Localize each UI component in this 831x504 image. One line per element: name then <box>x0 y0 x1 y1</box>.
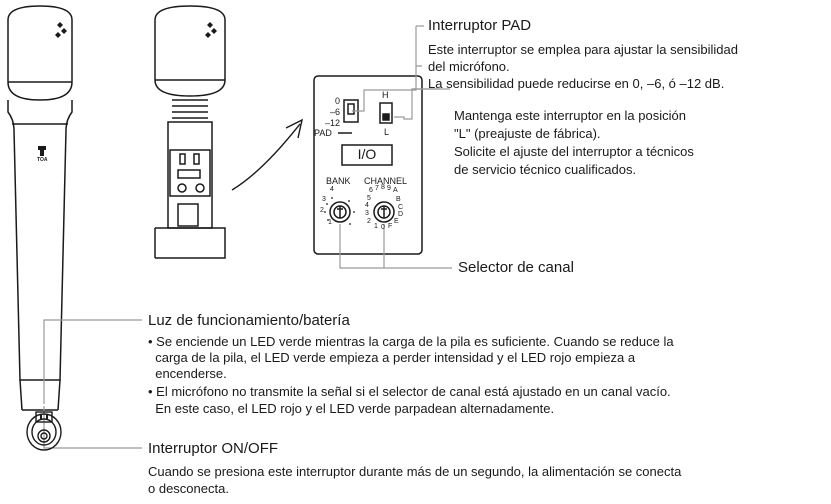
channel-digit: 6 <box>369 187 373 194</box>
control-panel <box>313 75 423 255</box>
channel-digit: C <box>398 204 404 211</box>
hl-desc-line: "L" (preajuste de fábrica). <box>454 126 601 141</box>
pad-value-minus12: –12 <box>324 118 340 128</box>
mic-grille <box>7 5 73 101</box>
channel-digit: 9 <box>387 185 391 192</box>
onoff-desc-line: Cuando se presiona este interruptor dura… <box>148 464 682 479</box>
pad-desc-line: La sensibilidad puede reducirse en 0, –6… <box>428 76 725 91</box>
zoom-arrow <box>231 118 304 191</box>
led-title: Luz de funcionamiento/batería <box>148 312 350 329</box>
pad-value-minus6: –6 <box>329 107 340 117</box>
mic-body <box>7 100 73 381</box>
channel-digit: 7 <box>375 185 379 192</box>
bank-digit: 4 <box>330 186 334 193</box>
grille-mark <box>55 22 67 38</box>
pad-desc-line: Este interruptor se emplea para ajustar … <box>428 42 739 57</box>
channel-digit: E <box>394 218 399 225</box>
pad-label: PAD <box>314 128 332 138</box>
onoff-desc-line: o desconecta. <box>148 481 229 496</box>
bank-label: BANK <box>326 176 351 186</box>
channel-digit: D <box>398 211 404 218</box>
l-label: L <box>384 127 390 137</box>
toa-logo-icon <box>38 146 46 156</box>
mic-logo: TOA <box>37 157 48 163</box>
channel-digit: B <box>396 196 401 203</box>
channel-digit: 3 <box>365 210 369 217</box>
channel-digit: F <box>388 223 393 230</box>
bank-digit: 2 <box>320 207 324 214</box>
io-label: I/O <box>357 146 377 162</box>
microphone-full <box>7 5 73 411</box>
onoff-button-illustration <box>26 411 62 451</box>
hl-desc-line: Solicite el ajuste del interruptor a téc… <box>454 144 694 159</box>
channel-digit: A <box>393 187 398 194</box>
channel-selector-label: Selector de canal <box>458 259 574 276</box>
led-desc-line: encenderse. <box>148 366 227 381</box>
led-indicator <box>40 414 48 420</box>
pad-desc-line: del micrófono. <box>428 59 510 74</box>
h-label: H <box>382 90 389 100</box>
dial-ticks <box>324 197 355 225</box>
hl-desc-line: de servicio técnico cualificados. <box>454 162 637 177</box>
led-desc-line: • Se enciende un LED verde mientras la c… <box>148 334 674 349</box>
led-desc-line: En este caso, el LED rojo y el LED verde… <box>148 401 555 416</box>
channel-digit: 4 <box>365 202 369 209</box>
hl-desc-line: Mantenga este interruptor en la posición <box>454 108 686 123</box>
bank-digit: 3 <box>322 196 326 203</box>
channel-label: CHANNEL <box>364 176 408 186</box>
led-desc-line: carga de la pila, el LED verde empieza a… <box>148 350 636 365</box>
channel-digit: 8 <box>381 184 385 191</box>
leader-lines <box>43 25 452 449</box>
channel-digit: 5 <box>367 195 371 202</box>
channel-digit: 0 <box>381 224 385 231</box>
bank-digit: 1 <box>328 219 332 226</box>
onoff-title: Interruptor ON/OFF <box>148 440 279 457</box>
channel-digit: 2 <box>367 218 371 225</box>
pad-value-0: 0 <box>334 96 340 106</box>
microphone-open <box>154 5 226 259</box>
pad-title: Interruptor PAD <box>428 17 532 34</box>
led-desc-line: • El micrófono no transmite la señal si … <box>148 384 671 399</box>
channel-digit: 1 <box>374 223 378 230</box>
